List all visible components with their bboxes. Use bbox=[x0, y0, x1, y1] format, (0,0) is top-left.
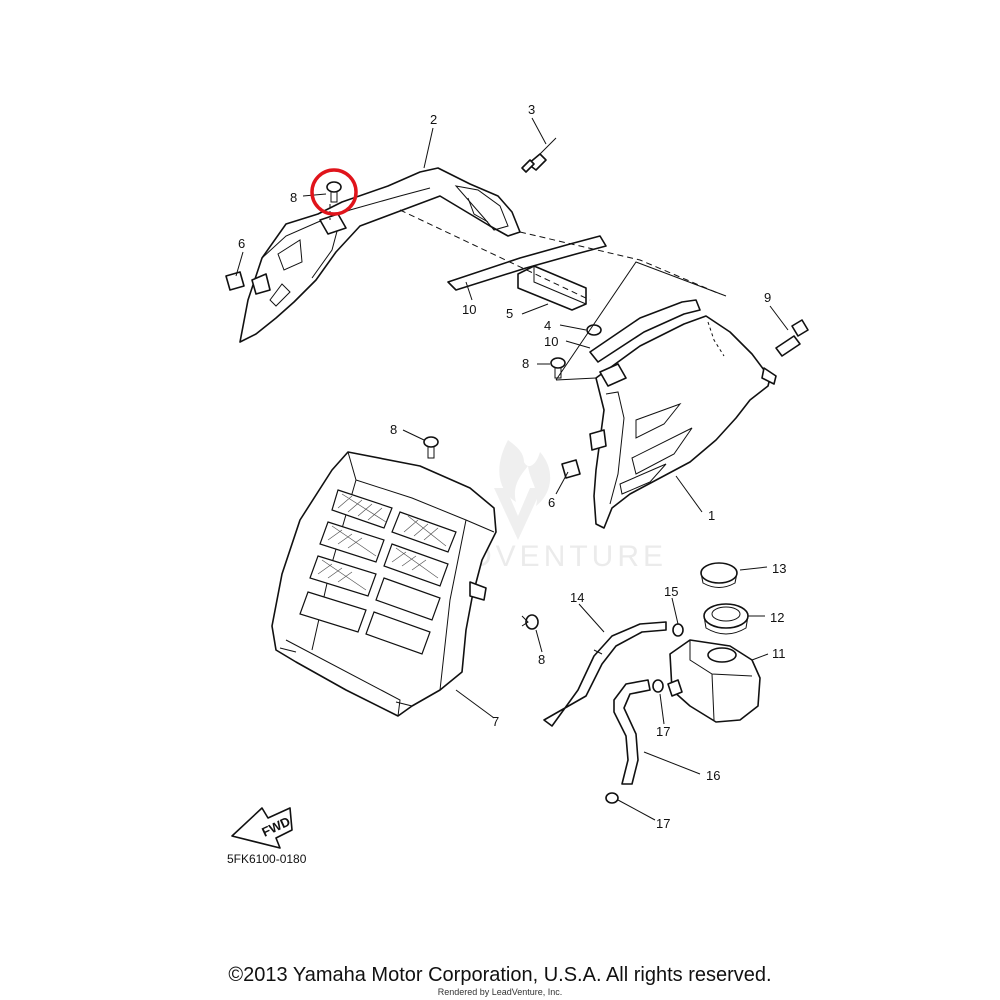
callout-8-mid: 8 bbox=[522, 356, 529, 371]
part-8-screw-top-grill bbox=[423, 436, 439, 459]
part-14-hose bbox=[543, 621, 667, 727]
callout-numbers: 2 3 8 6 10 5 4 10 8 9 8 6 1 13 14 15 12 … bbox=[238, 102, 786, 831]
callout-13: 13 bbox=[772, 561, 786, 576]
callout-9: 9 bbox=[764, 290, 771, 305]
part-5-foam-block bbox=[517, 265, 587, 311]
part-6-clip-left bbox=[225, 271, 271, 295]
part-8-screw-mid bbox=[550, 357, 566, 379]
callout-17-lower: 17 bbox=[656, 816, 670, 831]
part-6-clip-right bbox=[561, 429, 607, 479]
callout-7: 7 bbox=[492, 714, 499, 729]
part-7-front-grill bbox=[271, 451, 497, 717]
callout-6-right: 6 bbox=[548, 495, 555, 510]
callout-11: 11 bbox=[772, 646, 786, 661]
part-4-nut bbox=[586, 324, 602, 336]
part-3-rivet bbox=[521, 137, 557, 173]
copyright-notice: ©2013 Yamaha Motor Corporation, U.S.A. A… bbox=[228, 964, 772, 986]
callout-6-left: 6 bbox=[238, 236, 245, 251]
callout-17-upper: 17 bbox=[656, 724, 670, 739]
leader-lines bbox=[235, 117, 789, 821]
part-17-clamp-lower bbox=[605, 792, 619, 804]
part-13-cap bbox=[700, 562, 738, 588]
part-2-upper-cover bbox=[239, 167, 521, 343]
callout-8-top: 8 bbox=[290, 190, 297, 205]
part-11-reservoir-tank bbox=[667, 639, 761, 723]
callout-3: 3 bbox=[528, 102, 535, 117]
callout-8-grill-top: 8 bbox=[390, 422, 397, 437]
callout-2: 2 bbox=[430, 112, 437, 127]
callout-14: 14 bbox=[570, 590, 584, 605]
part-17-clamp-upper bbox=[652, 679, 664, 693]
part-8-screw-highlighted bbox=[326, 181, 342, 203]
forward-direction-arrow: FWD bbox=[231, 807, 293, 849]
callout-5: 5 bbox=[506, 306, 513, 321]
callout-1: 1 bbox=[708, 508, 715, 523]
part-10-seal-strip-lower bbox=[589, 299, 701, 363]
part-15-clamp bbox=[672, 623, 684, 637]
part-8-screw-side-grill bbox=[521, 614, 539, 630]
callout-15: 15 bbox=[664, 584, 678, 599]
diagram-code: 5FK6100-0180 bbox=[227, 852, 307, 866]
highlight-ring bbox=[310, 168, 358, 216]
part-9-bolt bbox=[775, 319, 809, 357]
part-10-seal-strip-upper bbox=[447, 235, 607, 291]
callout-12: 12 bbox=[770, 610, 784, 625]
callout-10-upper: 10 bbox=[462, 302, 476, 317]
callout-16: 16 bbox=[706, 768, 720, 783]
callout-8-grill-side: 8 bbox=[538, 652, 545, 667]
callout-4: 4 bbox=[544, 318, 551, 333]
part-1-side-cover bbox=[593, 315, 777, 529]
part-16-hose bbox=[613, 679, 651, 785]
rendered-by-note: Rendered by LeadVenture, Inc. bbox=[437, 987, 563, 997]
part-12-filler-neck bbox=[703, 603, 749, 635]
callout-10-lower: 10 bbox=[544, 334, 558, 349]
